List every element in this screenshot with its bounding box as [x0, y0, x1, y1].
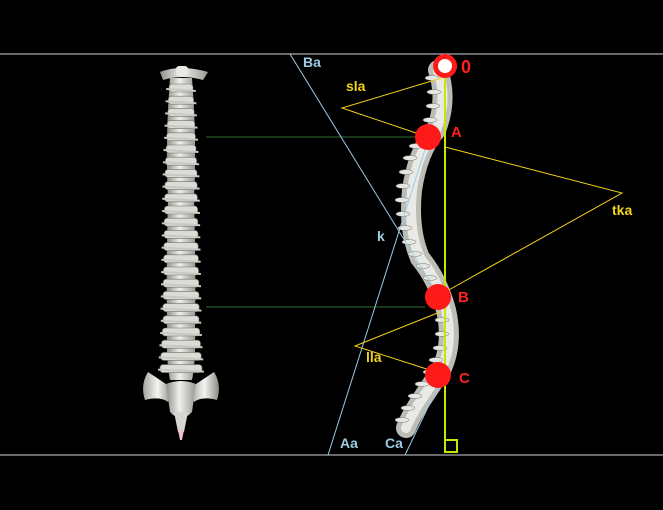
- label-aa: Aa: [340, 435, 358, 451]
- right-angle-marker: [445, 440, 457, 452]
- label-ba: Ba: [303, 54, 321, 70]
- label-lla: lla: [366, 349, 382, 365]
- label-sla: sla: [346, 78, 366, 94]
- label-point-a: A: [451, 124, 462, 141]
- label-point-b: B: [458, 289, 469, 306]
- label-origin: 0: [461, 57, 471, 77]
- marker-c: [425, 362, 451, 388]
- label-tka: tka: [612, 202, 632, 218]
- origin-marker-center: [438, 59, 452, 73]
- label-ca: Ca: [385, 435, 403, 451]
- front-spine-illustration: [143, 66, 219, 440]
- tka-angle-lines: [438, 147, 622, 296]
- label-point-c: C: [459, 370, 470, 387]
- label-k: k: [377, 228, 385, 244]
- marker-b: [425, 284, 451, 310]
- marker-a: [415, 124, 441, 150]
